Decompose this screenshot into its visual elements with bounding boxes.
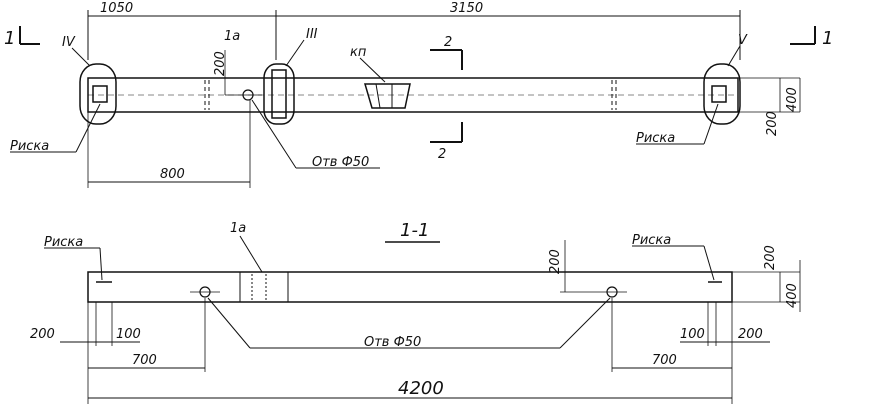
- kp-element: [364, 83, 411, 109]
- callout-iii-label: III: [306, 27, 318, 42]
- section-ris-right: Риска: [632, 233, 671, 248]
- dim-1050: 1050: [100, 1, 133, 16]
- stiffener-plate: [271, 69, 287, 119]
- callout-iii-leader: [285, 39, 305, 67]
- section-2-top-label: 2: [444, 35, 452, 50]
- dim-hole-vert-200: 200: [548, 249, 563, 274]
- label-ris-left: Риска: [10, 139, 49, 154]
- section-ris-right-leader: [703, 245, 715, 281]
- hole-plan-leader: [251, 99, 297, 169]
- section-hole-leader-left: [207, 297, 251, 349]
- section-callout-1a: 1a: [230, 221, 246, 236]
- stiffener-section: [239, 271, 289, 303]
- label-ris-right: Риска: [636, 131, 675, 146]
- dim-800: 800: [160, 167, 185, 182]
- dim-right-400: 400: [785, 87, 800, 112]
- section-dim-left-200: 200: [30, 327, 55, 342]
- section-dim-right-700: 700: [652, 353, 677, 368]
- dim-3150: 3150: [450, 1, 483, 16]
- section-dim-right-100: 100: [680, 327, 705, 342]
- ris-right-leader: [703, 103, 719, 145]
- callout-1a: 1a: [224, 29, 240, 44]
- callout-v-label: V: [738, 33, 748, 48]
- section-dim-left-700: 700: [132, 353, 157, 368]
- section-dim-left-100: 100: [116, 327, 141, 342]
- callout-iv-outline: [79, 63, 117, 125]
- section-ris-left-leader: [99, 247, 103, 281]
- beam-section-outline: [87, 271, 733, 303]
- end-plate-right: [711, 85, 727, 103]
- callout-iii-outline: [263, 63, 295, 125]
- section-dim-side-400: 400: [785, 283, 800, 308]
- end-plate-left: [92, 85, 108, 103]
- dim-hole-200: 200: [213, 51, 228, 76]
- section-dim-total: 4200: [398, 378, 444, 399]
- section-dim-side-200: 200: [763, 245, 778, 270]
- label-kp: кп: [350, 45, 367, 60]
- section-ris-left: Риска: [44, 235, 83, 250]
- callout-v-outline: [703, 63, 741, 125]
- callout-iv-label: IV: [62, 35, 76, 50]
- section-view: 1-1 1a 200 Риска Риска Отв Ф50: [30, 220, 801, 404]
- section-dim-right-200: 200: [738, 327, 763, 342]
- section-1-left-label: 1: [4, 28, 15, 49]
- section-1-right-label: 1: [822, 28, 833, 49]
- callout-v-leader: [727, 45, 741, 67]
- section-callout-1a-leader: [239, 235, 263, 273]
- kp-leader: [359, 57, 386, 83]
- dim-right-200: 200: [765, 111, 780, 136]
- kp-hatch-1: [375, 83, 381, 109]
- plan-view: 1050 3150 IV V III 200 1a: [4, 1, 833, 188]
- callout-iv-leader: [71, 47, 91, 67]
- label-hole-plan: Отв Ф50: [312, 155, 369, 170]
- section-hole-leader-right: [559, 297, 611, 349]
- section-2-bottom-label: 2: [438, 147, 446, 162]
- section-label-hole: Отв Ф50: [364, 335, 421, 350]
- section-title: 1-1: [400, 220, 429, 241]
